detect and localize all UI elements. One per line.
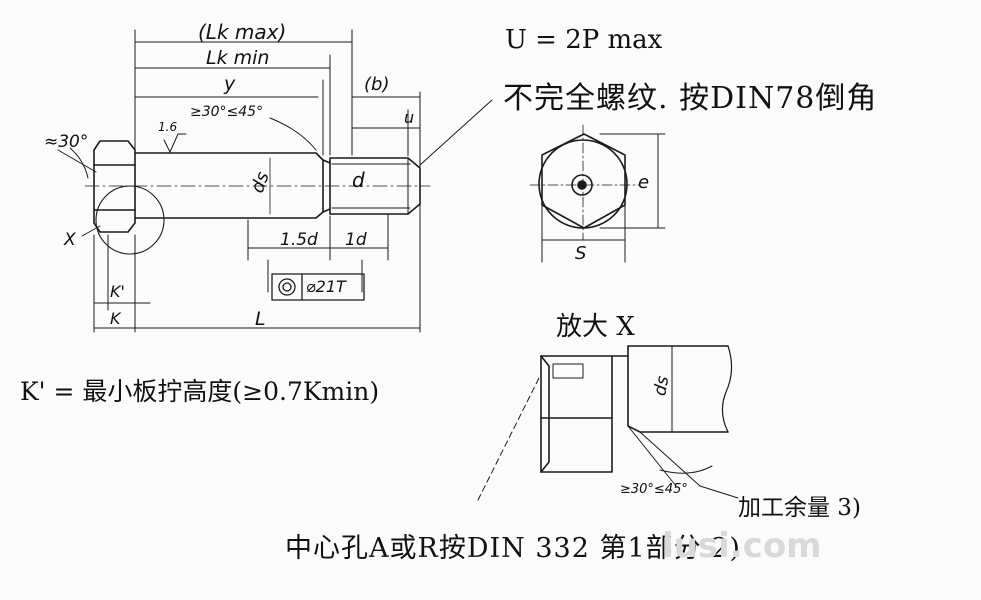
shoulder-outline <box>134 152 324 219</box>
label-u: u <box>404 108 415 127</box>
leader-incomplete-thread <box>419 99 493 166</box>
note-incomplete-thread: 不完全螺纹. 按DIN78倒角 <box>503 81 878 116</box>
tolerance-frame-box <box>271 273 365 301</box>
note-center-hole: 中心孔A或R按DIN 332 第1部分 2) <box>285 533 741 564</box>
label-tolerance-frame: ⌀21T <box>306 277 346 296</box>
label-detail-angle: ≥30°≤45° <box>620 482 688 497</box>
detail-head-chamfer-top <box>540 355 550 473</box>
label-lk-max: (Lk max) <box>198 20 287 44</box>
detail-break-line <box>721 345 733 433</box>
label-b: (b) <box>364 74 390 95</box>
dimension-lines <box>57 29 493 333</box>
tolerance-frame <box>271 273 365 301</box>
position-tolerance-icon-inner <box>282 282 292 292</box>
label-l: L <box>255 308 266 330</box>
note-u-formula: U = 2P max <box>505 25 663 55</box>
screw-side-view <box>84 140 431 255</box>
roughness-symbol <box>163 133 187 153</box>
label-k-prime: K' <box>110 282 125 301</box>
note-enlarged: 放大 X <box>556 312 635 342</box>
neck-line-2 <box>322 208 331 213</box>
label-angle-head: ≈30° <box>44 132 89 152</box>
label-roughness: 1.6 <box>158 120 178 134</box>
neck-line <box>322 159 331 164</box>
detail-angle-line-2 <box>639 431 701 487</box>
hex-end-view <box>529 124 666 263</box>
detail-angle-line-1 <box>627 425 677 487</box>
label-e: e <box>638 172 650 193</box>
label-detail-ds: ds <box>650 374 674 398</box>
process-mark-leader <box>699 485 739 499</box>
arc-shoulder-angle <box>269 117 317 151</box>
label-d-len: 1d <box>345 230 367 250</box>
detail-center-hole <box>552 363 584 379</box>
label-x: X <box>64 230 76 250</box>
label-thread-len: 1.5d <box>280 230 318 250</box>
detail-circle-x <box>95 185 165 255</box>
arc-head-angle <box>69 147 89 179</box>
label-k: K <box>110 309 121 328</box>
leader-head-angle <box>57 149 97 173</box>
position-tolerance-icon <box>278 278 296 296</box>
label-d: d <box>352 168 365 192</box>
label-y: y <box>224 73 236 95</box>
detail-head-outline <box>540 355 613 473</box>
detail-angle-arc <box>659 465 713 474</box>
detail-x-view <box>477 345 739 501</box>
note-process-mark: 加工余量 3) <box>738 495 861 521</box>
hex-head-outline <box>93 140 136 233</box>
watermark: lusi.com <box>662 526 822 566</box>
label-s: S <box>575 243 587 264</box>
note-k-prime-def: K' = 最小板拧高度(≥0.7Kmin) <box>20 377 380 406</box>
label-lk-min: Lk min <box>206 47 270 69</box>
detail-leader <box>477 375 541 501</box>
leader-x <box>81 225 101 237</box>
label-angle-shoulder: ≥30°≤45° <box>190 104 264 120</box>
